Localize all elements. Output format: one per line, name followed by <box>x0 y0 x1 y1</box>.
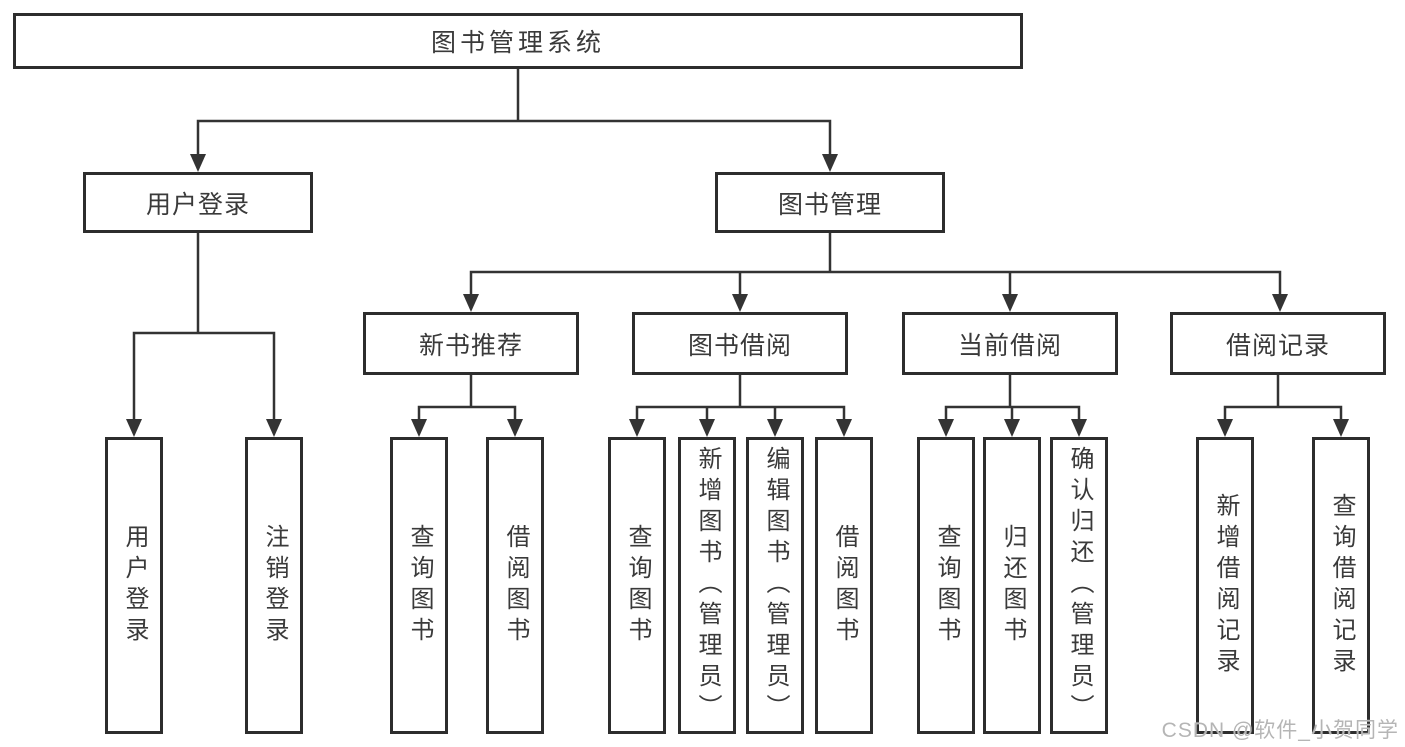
leaf-query-books-borrow: 查询图书 <box>608 437 666 734</box>
leaf-query-books-current: 查询图书 <box>917 437 975 734</box>
leaf-add-borrow-record: 新增借阅记录 <box>1196 437 1254 734</box>
leaf-label: 确认归还（管理员） <box>1066 446 1093 725</box>
node-new-book-recommendation: 新书推荐 <box>363 312 579 375</box>
leaf-label: 新增图书（管理员） <box>694 446 721 725</box>
csdn-watermark: CSDN @软件_小贺同学 <box>1161 719 1399 742</box>
leaf-add-books-admin: 新增图书（管理员） <box>678 437 736 734</box>
leaf-label: 查询图书 <box>624 523 651 648</box>
leaf-label: 借阅图书 <box>831 523 858 648</box>
node-book-management: 图书管理 <box>715 172 945 233</box>
leaf-borrow-books: 借阅图书 <box>815 437 873 734</box>
leaf-label: 归还图书 <box>999 523 1026 648</box>
leaf-user-login: 用户登录 <box>105 437 163 734</box>
leaf-borrow-books-recommend: 借阅图书 <box>486 437 544 734</box>
leaf-confirm-return-admin: 确认归还（管理员） <box>1050 437 1108 734</box>
node-user-login: 用户登录 <box>83 172 313 233</box>
leaf-label: 注销登录 <box>261 523 288 648</box>
node-library-system: 图书管理系统 <box>13 13 1023 69</box>
leaf-label: 借阅图书 <box>502 523 529 648</box>
leaf-label: 查询借阅记录 <box>1328 492 1355 679</box>
leaf-label: 编辑图书（管理员） <box>762 446 789 725</box>
node-current-borrowing: 当前借阅 <box>902 312 1118 375</box>
leaf-edit-books-admin: 编辑图书（管理员） <box>746 437 804 734</box>
node-borrowing-records: 借阅记录 <box>1170 312 1386 375</box>
leaf-query-borrow-record: 查询借阅记录 <box>1312 437 1370 734</box>
node-book-borrowing: 图书借阅 <box>632 312 848 375</box>
arrowheads <box>126 154 1349 437</box>
leaf-label: 查询图书 <box>933 523 960 648</box>
leaf-label: 用户登录 <box>121 523 148 648</box>
leaf-query-books-recommend: 查询图书 <box>390 437 448 734</box>
leaf-label: 查询图书 <box>406 523 433 648</box>
leaf-logout: 注销登录 <box>245 437 303 734</box>
leaf-return-books: 归还图书 <box>983 437 1041 734</box>
leaf-label: 新增借阅记录 <box>1212 492 1239 679</box>
